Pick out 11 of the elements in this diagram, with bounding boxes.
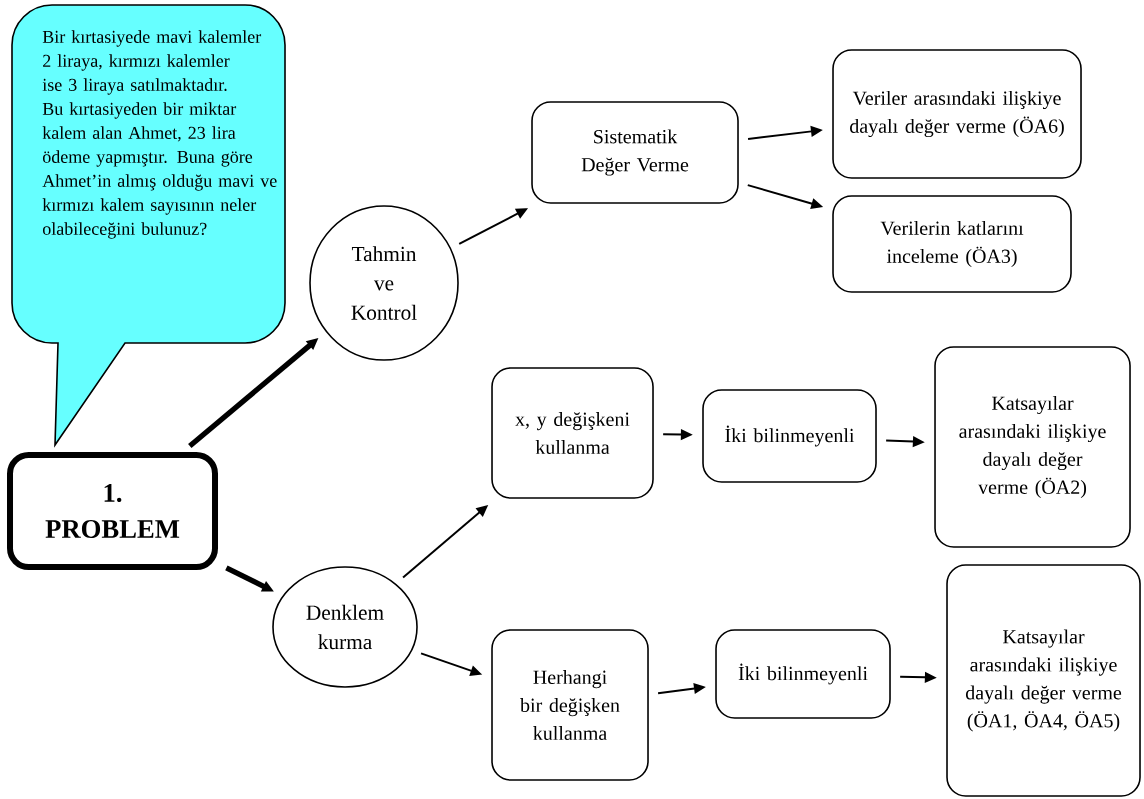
process-box: Katsayılar arasındaki ilişkiye dayalı değer verme (ÖA2) <box>934 346 1131 548</box>
problem-box: 1. PROBLEM <box>7 452 218 570</box>
process-box: Veriler arasındaki ilişkiye dayalı değer verme (ÖA6) <box>832 49 1082 179</box>
process-box: İki bilinmeyenli <box>702 389 877 483</box>
process-box: x, y değişkeni kullanma <box>491 367 654 499</box>
process-box: Herhangi bir değişken kullanma <box>491 629 649 781</box>
process-box: İki bilinmeyenli <box>715 629 891 719</box>
process-box: Verilerin katlarını inceleme (ÖA3) <box>832 195 1072 293</box>
process-box: Katsayılar arasındaki ilişkiye dayalı değer verme (ÖA1, ÖA4, ÖA5) <box>946 564 1141 797</box>
speech-bubble: Bir kırtasiyede mavi kalemler 2 liraya, kırmızı kalemler ise 3 liraya satılmaktadır. Bu kırtasiyeden bir miktar kalem alan Ahmet, 23 lira ödeme yapmıştır. Buna göre Ahmet’in almış olduğu mavi ve kırmızı kalem sayısının neler olabileceğini bulunuz? <box>11 4 286 446</box>
process-box: Sistematik Değer Verme <box>531 101 739 204</box>
